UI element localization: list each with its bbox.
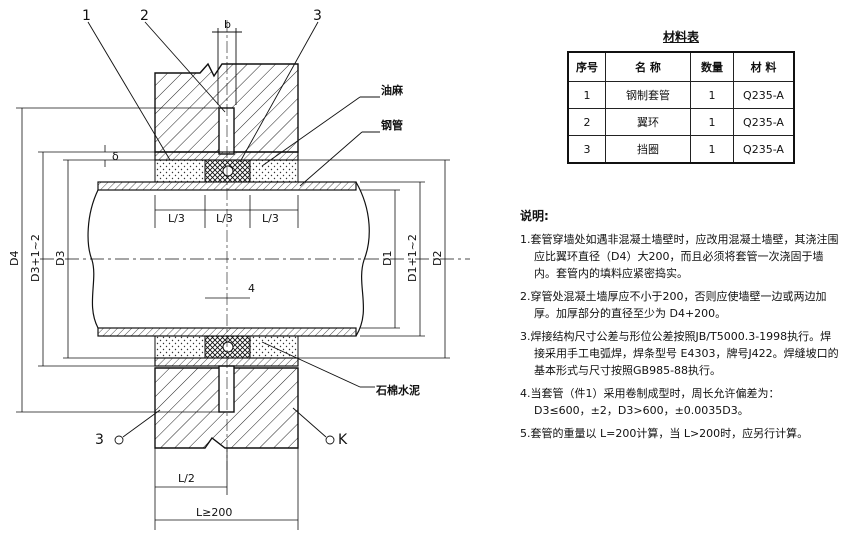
table-cell: 1 <box>690 135 734 164</box>
callout-4: 4 <box>248 282 255 295</box>
dim-lines-horizontal <box>154 195 299 530</box>
table-cell: Q235-A <box>733 108 795 136</box>
dim-d3-plus: D3+1~2 <box>29 234 42 282</box>
dim-l2: L/2 <box>178 472 195 485</box>
retaining-ring-lower <box>222 341 234 353</box>
label-steel-pipe: 钢管 <box>381 118 403 132</box>
dim-d2: D2 <box>431 251 444 266</box>
callout-delta: δ <box>112 150 119 163</box>
table-header-cell: 名 称 <box>605 51 691 82</box>
note-item: 1.套管穿墙处如遇非混凝土墙壁时，应改用混凝土墙壁，其浇注围应比翼环直径（D4）… <box>520 233 839 280</box>
wing-ring-upper <box>218 107 235 155</box>
wing-ring-lower <box>218 365 235 413</box>
leader-lines <box>87 21 380 388</box>
dim-l200: L≥200 <box>196 506 232 519</box>
callout-1: 1 <box>82 8 91 24</box>
table-cell: Q235-A <box>733 81 795 109</box>
table-cell: 挡圈 <box>605 135 691 164</box>
table-cell: 1 <box>690 81 734 109</box>
table-row: 1 钢制套管 1 Q235-A <box>567 81 795 109</box>
table-header-cell: 材 料 <box>733 51 795 82</box>
section-marker-right-label: K <box>338 432 348 448</box>
table-cell: 2 <box>567 108 606 136</box>
table-cell: 1 <box>690 108 734 136</box>
dim-l3-a: L/3 <box>168 212 185 225</box>
materials-table-block: 材料表 序号 名 称 数量 材 料 1 钢制套管 1 Q235-A 2 翼环 1… <box>567 28 795 164</box>
note-item: 5.套管的重量以 L=200计算，当 L>200时，应另行计算。 <box>520 427 809 440</box>
table-row: 3 挡圈 1 Q235-A <box>567 135 795 164</box>
dim-l3-b: L/3 <box>216 212 233 225</box>
note-item: 3.焊接结构尺寸公差与形位公差按照JB/T5000.3-1998执行。焊接采用手… <box>520 330 839 377</box>
retaining-ring-upper <box>222 165 234 177</box>
table-header-cell: 数量 <box>690 51 734 82</box>
materials-table-title: 材料表 <box>662 30 699 44</box>
table-cell: 3 <box>567 135 606 164</box>
dim-d4: D4 <box>8 251 21 266</box>
label-oil-hemp: 油麻 <box>381 83 404 97</box>
callout-3: 3 <box>313 8 322 24</box>
callout-b: b <box>224 18 231 31</box>
table-header-row: 序号 名 称 数量 材 料 <box>567 51 795 82</box>
dim-d1: D1 <box>381 251 394 266</box>
dim-d3: D3 <box>54 251 67 266</box>
casing-wall-lower <box>154 357 299 367</box>
table-cell: 钢制套管 <box>605 81 691 109</box>
table-cell: 1 <box>567 81 606 109</box>
note-item: 2.穿管处混凝土墙厚应不小于200，否则应使墙壁一边或两边加厚。加厚部分的直径至… <box>520 290 827 320</box>
table-header-cell: 序号 <box>567 51 606 82</box>
notes-block: 说明: 1.套管穿墙处如遇非混凝土墙壁时，应改用混凝土墙壁，其浇注围应比翼环直径… <box>520 208 840 448</box>
dim-l3-c: L/3 <box>262 212 279 225</box>
callout-2: 2 <box>140 8 149 24</box>
table-cell: Q235-A <box>733 135 795 164</box>
table-cell: 翼环 <box>605 108 691 136</box>
packing-lower-right <box>249 335 299 359</box>
section-marker-right <box>292 407 335 445</box>
label-asbestos-cement: 石棉水泥 <box>375 383 420 397</box>
section-marker-left <box>114 409 161 445</box>
table-row: 2 翼环 1 Q235-A <box>567 108 795 136</box>
packing-upper-right <box>249 159 299 183</box>
note-item: 4.当套管（件1）采用卷制成型时，周长允许偏差为：D3≤600，±2，D3>60… <box>520 387 780 417</box>
packing-lower-left <box>154 335 206 359</box>
dim-d1-plus: D1+1~2 <box>406 234 419 282</box>
section-marker-left-label: 3 <box>95 432 104 448</box>
dim-lines-vertical <box>16 107 450 413</box>
materials-table: 序号 名 称 数量 材 料 1 钢制套管 1 Q235-A 2 翼环 1 Q23… <box>567 51 795 164</box>
notes-title: 说明: <box>520 209 549 223</box>
packing-upper-left <box>154 159 206 183</box>
